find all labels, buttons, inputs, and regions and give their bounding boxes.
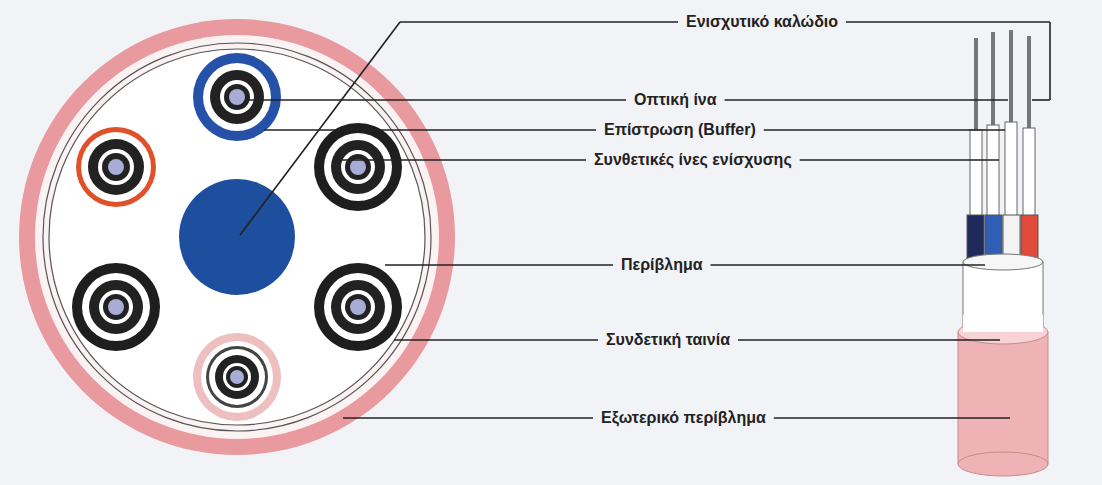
fiber xyxy=(976,30,1029,140)
part-label: Συνδετική ταινία xyxy=(604,330,732,349)
cable-side-view xyxy=(958,30,1048,476)
leader-line xyxy=(400,21,678,23)
tube xyxy=(193,53,281,141)
binder-side xyxy=(963,254,1043,270)
leader-line xyxy=(394,339,598,341)
jacket-inner xyxy=(35,35,439,439)
jacket-side xyxy=(958,332,1048,464)
part-label: Ενισχυτικό καλώδιο xyxy=(684,12,840,31)
part-label: Επίστρωση (Buffer) xyxy=(602,120,758,139)
leader-line xyxy=(764,129,1005,131)
leader-lines xyxy=(240,22,1050,418)
cable-cross-section xyxy=(19,19,455,455)
leader-line xyxy=(846,21,1050,23)
part-label: Οπτική ίνα xyxy=(632,90,719,109)
binder-tape xyxy=(43,43,431,431)
leader-line xyxy=(800,159,999,161)
leader-line xyxy=(725,99,1008,101)
binder-tape xyxy=(49,49,425,425)
tube xyxy=(76,127,156,207)
leader-line xyxy=(264,129,596,131)
outer-jacket xyxy=(19,19,455,455)
leader-line xyxy=(1049,22,1051,100)
tube xyxy=(314,123,402,211)
leader-line xyxy=(343,417,593,419)
leader-line xyxy=(1032,99,1050,101)
part-label: Συνθετικές ίνες ενίσχυσης xyxy=(592,150,794,169)
leader-line xyxy=(245,99,626,101)
jacket-side xyxy=(1048,332,1049,464)
leader-line xyxy=(385,264,613,266)
binder-side xyxy=(963,262,1043,334)
jacket-side xyxy=(958,332,959,464)
jacket-side xyxy=(958,452,1048,476)
part-label: Εξωτερικό περίβλημα xyxy=(599,408,768,427)
leader-line xyxy=(340,159,586,161)
tube xyxy=(314,263,402,351)
leader-line xyxy=(711,264,985,266)
strength-member xyxy=(179,179,295,295)
tube xyxy=(72,263,160,351)
leader-line xyxy=(240,22,400,235)
leader-line xyxy=(738,339,1000,341)
buffer xyxy=(970,122,1035,225)
tube xyxy=(193,333,281,421)
binder-side xyxy=(963,315,1043,332)
leader-line xyxy=(774,417,1010,419)
part-label: Περίβλημα xyxy=(619,255,705,274)
